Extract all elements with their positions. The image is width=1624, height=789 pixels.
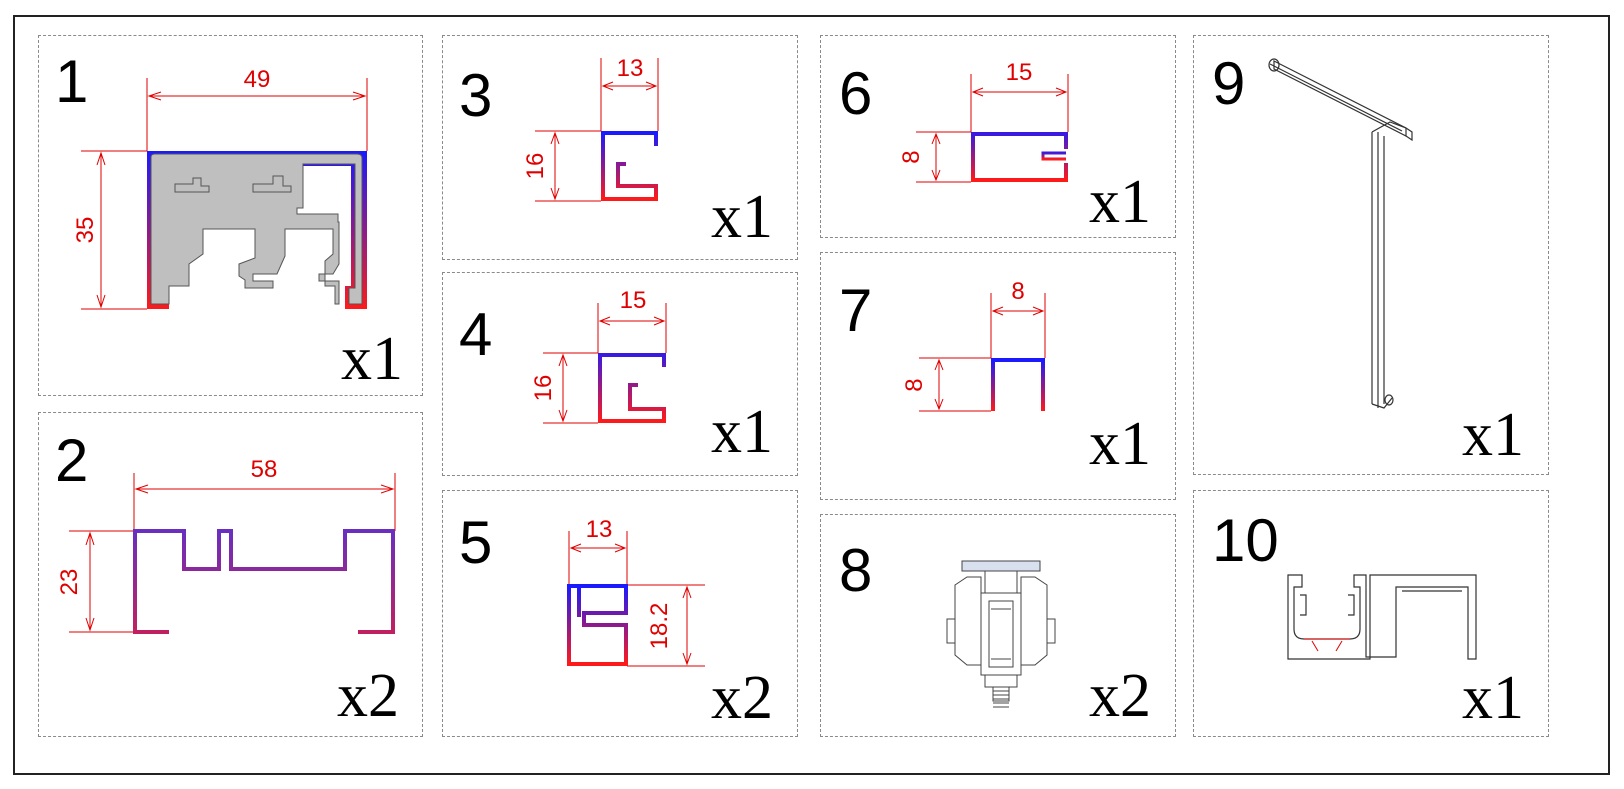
part-quantity: x2 xyxy=(337,662,399,730)
dimension-width-label: 8 xyxy=(1011,278,1024,305)
dimension-width-label: 15 xyxy=(620,287,647,314)
profile-5-drawing: 13 18.2 xyxy=(567,516,705,667)
part-panel-1: 1 x1 49 35 xyxy=(38,35,423,396)
part-quantity: x2 xyxy=(1089,662,1151,730)
profile-1-drawing: 49 35 xyxy=(72,66,368,310)
dimension-width-label: 58 xyxy=(251,456,278,483)
part-quantity: x1 xyxy=(1089,410,1151,478)
part-number: 7 xyxy=(839,277,873,344)
part-quantity: x2 xyxy=(711,664,773,732)
parts-sheet-frame xyxy=(13,15,1610,775)
dimension-height-label: 16 xyxy=(530,375,557,402)
part-panel-3: 3 x1 13 16 xyxy=(442,35,798,260)
profile-2-drawing: 58 23 xyxy=(56,456,396,634)
profile-10-drawing xyxy=(1287,574,1477,660)
dimension-lines xyxy=(916,74,1069,183)
profile-4-drawing: 15 16 xyxy=(530,287,667,424)
part-panel-8: 8 x2 xyxy=(820,514,1176,737)
part-quantity: x1 xyxy=(341,325,403,393)
dimension-width-label: 13 xyxy=(586,516,613,543)
dimension-width-label: 15 xyxy=(1006,59,1033,86)
dimension-height-label: 23 xyxy=(56,569,83,596)
part-number: 3 xyxy=(459,62,493,129)
part-panel-5: 5 x2 13 18.2 xyxy=(442,490,798,737)
wall-bracket-drawing xyxy=(1268,58,1413,409)
dimension-width-label: 13 xyxy=(617,55,644,82)
part-number: 2 xyxy=(55,427,89,494)
part-number: 8 xyxy=(839,537,873,604)
dimension-height-label: 16 xyxy=(522,153,549,180)
dimension-lines xyxy=(69,473,396,633)
part-quantity: x1 xyxy=(711,398,773,466)
part-number: 1 xyxy=(55,48,89,115)
part-panel-9: 9 x1 xyxy=(1193,35,1549,475)
dimension-lines xyxy=(535,58,659,202)
part-number: 4 xyxy=(459,301,493,368)
dimension-lines xyxy=(81,78,368,310)
part-number: 10 xyxy=(1212,507,1279,574)
profile-3-drawing: 13 16 xyxy=(522,55,659,202)
part-number: 6 xyxy=(839,60,873,127)
roller-hanger-drawing xyxy=(946,560,1056,708)
part-number: 9 xyxy=(1212,50,1246,117)
part-quantity: x1 xyxy=(711,183,773,251)
dimension-height-label: 18.2 xyxy=(646,603,673,650)
dimension-height-label: 35 xyxy=(72,217,99,244)
part-quantity: x1 xyxy=(1462,664,1524,732)
part-quantity: x1 xyxy=(1089,168,1151,236)
part-quantity: x1 xyxy=(1462,401,1524,469)
dimension-lines xyxy=(919,293,1046,412)
dimension-lines xyxy=(543,303,667,424)
part-number: 5 xyxy=(459,509,493,576)
part-panel-6: 6 x1 15 8 xyxy=(820,35,1176,238)
dimension-height-label: 8 xyxy=(898,150,925,163)
dimension-width-label: 49 xyxy=(244,66,271,93)
part-panel-2: 2 x2 58 23 xyxy=(38,412,423,737)
dimension-lines xyxy=(568,531,705,667)
profile-6-drawing: 15 8 xyxy=(898,59,1069,183)
dimension-height-label: 8 xyxy=(901,378,928,391)
profile-7-drawing: 8 8 xyxy=(901,278,1046,412)
part-panel-7: 7 x1 8 8 xyxy=(820,252,1176,500)
part-panel-10: 10 x1 xyxy=(1193,490,1549,737)
bolt-thread-icon xyxy=(993,690,1009,708)
part-panel-4: 4 x1 15 16 xyxy=(442,272,798,476)
